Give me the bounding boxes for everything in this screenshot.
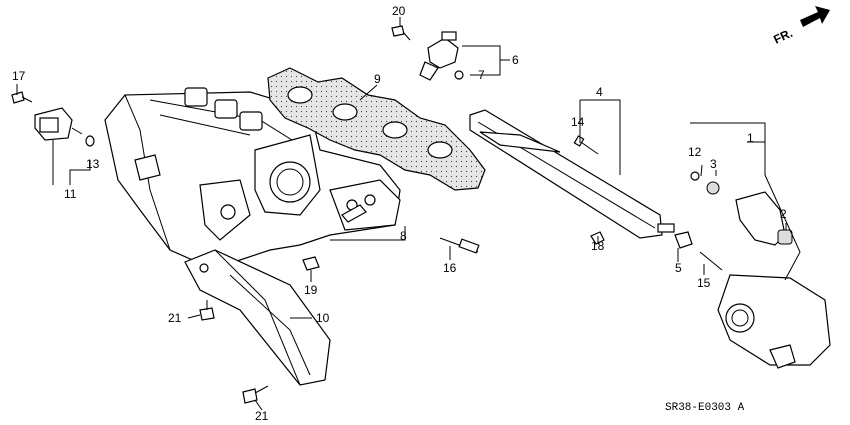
callout-17: 17	[12, 69, 26, 83]
callout-9: 9	[374, 72, 381, 86]
callout-12: 12	[688, 145, 702, 159]
callout-labels: 1 2 3 4 5 6 7 8 9 10 11 12 13 14 15 16 1…	[12, 4, 787, 423]
callout-14: 14	[571, 115, 585, 129]
callout-21b: 21	[255, 409, 269, 423]
callout-1: 1	[747, 131, 754, 145]
callout-16: 16	[443, 261, 457, 275]
fuel-injector	[690, 171, 793, 246]
callout-3: 3	[710, 157, 717, 171]
callout-5: 5	[675, 261, 682, 275]
callout-13: 13	[86, 157, 100, 171]
front-direction-arrow: FR.	[771, 6, 830, 47]
iac-valve	[34, 107, 95, 147]
diagram-code: SR38-E0303 A	[665, 402, 745, 414]
throttle-body	[717, 274, 831, 369]
callout-11: 11	[64, 187, 77, 201]
callout-7: 7	[478, 68, 485, 82]
callout-2: 2	[780, 207, 787, 221]
callout-18: 18	[591, 239, 605, 253]
callout-4: 4	[596, 85, 603, 99]
direction-label: FR.	[771, 26, 794, 47]
fuel-rail	[469, 109, 675, 239]
callout-20: 20	[392, 4, 406, 18]
callout-21a: 21	[168, 311, 182, 325]
callout-6: 6	[512, 53, 519, 67]
callout-19: 19	[304, 283, 318, 297]
intake-manifold	[104, 87, 401, 271]
callout-8: 8	[400, 229, 407, 243]
callout-10: 10	[316, 311, 330, 325]
leader-lines	[16, 17, 801, 411]
manifold-bracket	[184, 249, 331, 386]
manifold-gasket	[267, 67, 486, 191]
callout-15: 15	[697, 276, 711, 290]
pressure-regulator	[419, 31, 464, 81]
